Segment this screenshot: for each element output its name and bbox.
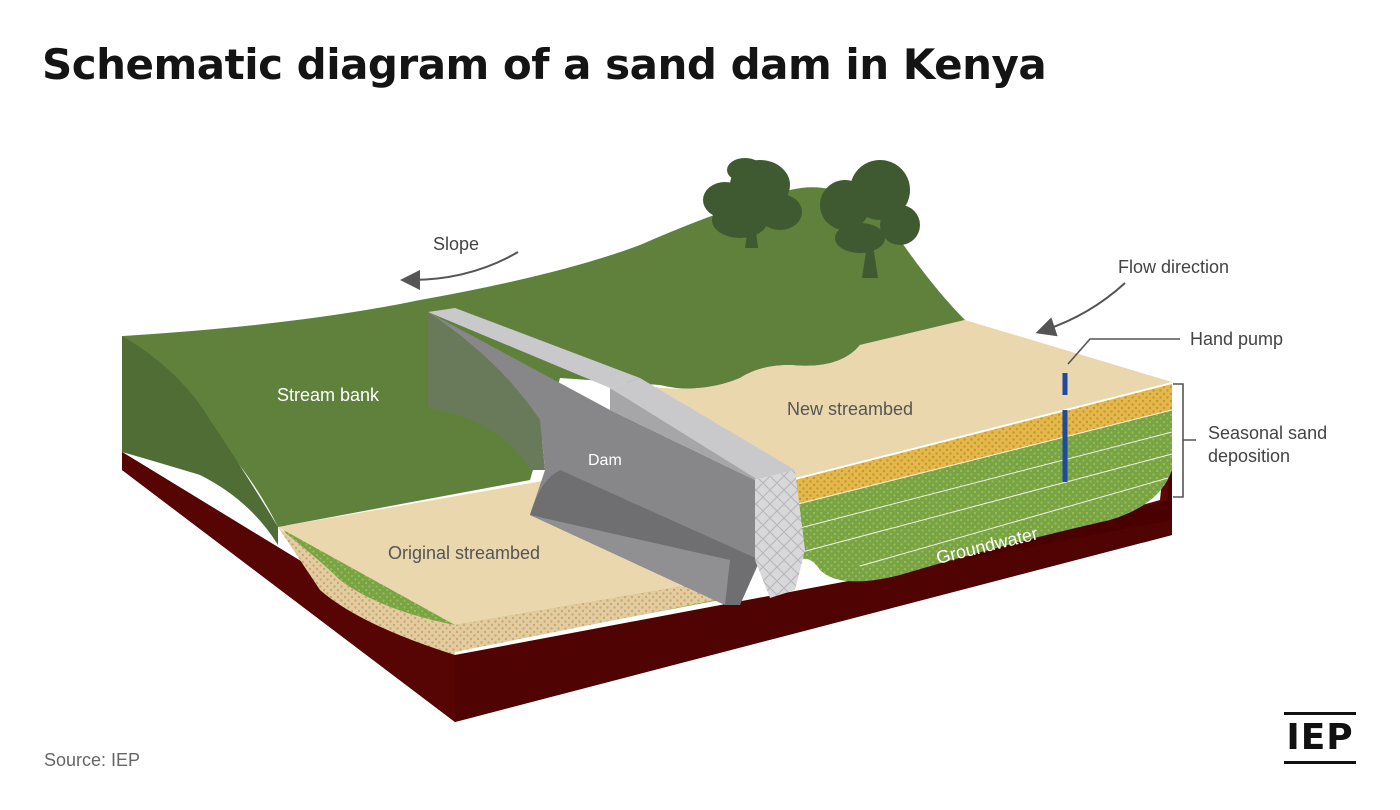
seasonal-label-line2: deposition: [1208, 446, 1290, 466]
new-streambed: [640, 320, 1172, 478]
soil-layer: [122, 384, 1172, 722]
hand-pump-label: Hand pump: [1190, 329, 1283, 349]
hand-pump-leader: [1067, 338, 1180, 365]
dam: [428, 308, 805, 605]
page-title: Schematic diagram of a sand dam in Kenya: [42, 40, 1047, 89]
dam-label: Dam: [588, 452, 622, 469]
iep-logo: IEP: [1284, 712, 1356, 764]
new-streambed-label: New streambed: [787, 399, 913, 419]
tree-icon: [703, 158, 802, 248]
seasonal-bracket: [1173, 383, 1196, 498]
original-streambed-label: Original streambed: [388, 543, 540, 563]
slope-arrow: [400, 251, 519, 290]
seasonal-label-line1: Seasonal sand: [1208, 423, 1327, 443]
source-note: Source: IEP: [44, 750, 141, 770]
tree-icon: [820, 160, 920, 278]
flow-arrow: [1035, 282, 1126, 337]
flow-direction-label: Flow direction: [1118, 257, 1229, 277]
slope-label: Slope: [433, 234, 479, 254]
groundwater-zone: [795, 384, 1173, 582]
stream-bank-label: Stream bank: [277, 385, 380, 405]
